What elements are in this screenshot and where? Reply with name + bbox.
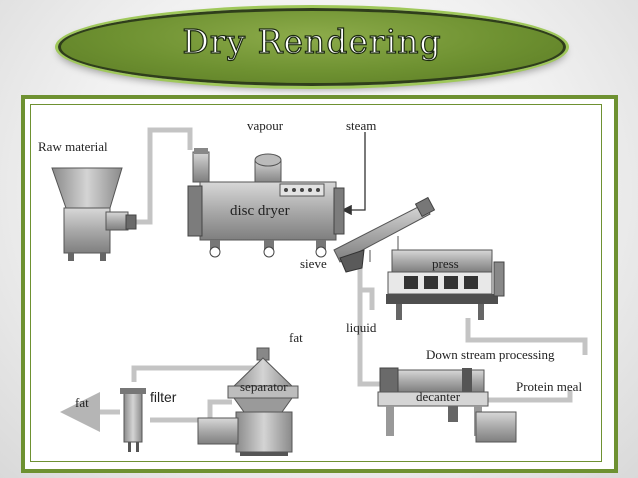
label-fat-left: fat	[75, 395, 89, 410]
label-raw-material: Raw material	[38, 139, 108, 154]
press	[386, 249, 505, 320]
steam-line	[341, 132, 366, 216]
diagram-frame	[21, 95, 618, 473]
raw-material-hopper	[51, 167, 137, 261]
filter	[120, 388, 146, 452]
label-steam: steam	[346, 118, 377, 133]
decanter	[377, 367, 517, 443]
sieve-conveyor	[333, 196, 436, 273]
diagram-inner-border	[30, 104, 602, 462]
separator	[197, 347, 299, 456]
title-banner	[58, 8, 566, 86]
label-sieve: sieve	[300, 256, 327, 271]
disc-dryer	[187, 148, 345, 258]
label-separator: separator	[240, 379, 288, 394]
label-press: press	[432, 256, 459, 271]
label-down-stream: Down stream processing	[426, 347, 555, 362]
page-title: Dry Rendering	[182, 21, 442, 61]
label-liquid: liquid	[346, 320, 377, 335]
label-decanter: decanter	[416, 389, 461, 404]
label-protein-meal: Protein meal	[516, 379, 583, 394]
label-disc-dryer: disc dryer	[230, 203, 290, 219]
label-fat-top: fat	[289, 330, 303, 345]
label-filter: filter	[150, 389, 177, 405]
pipe-network	[60, 127, 588, 432]
label-vapour: vapour	[247, 118, 284, 133]
